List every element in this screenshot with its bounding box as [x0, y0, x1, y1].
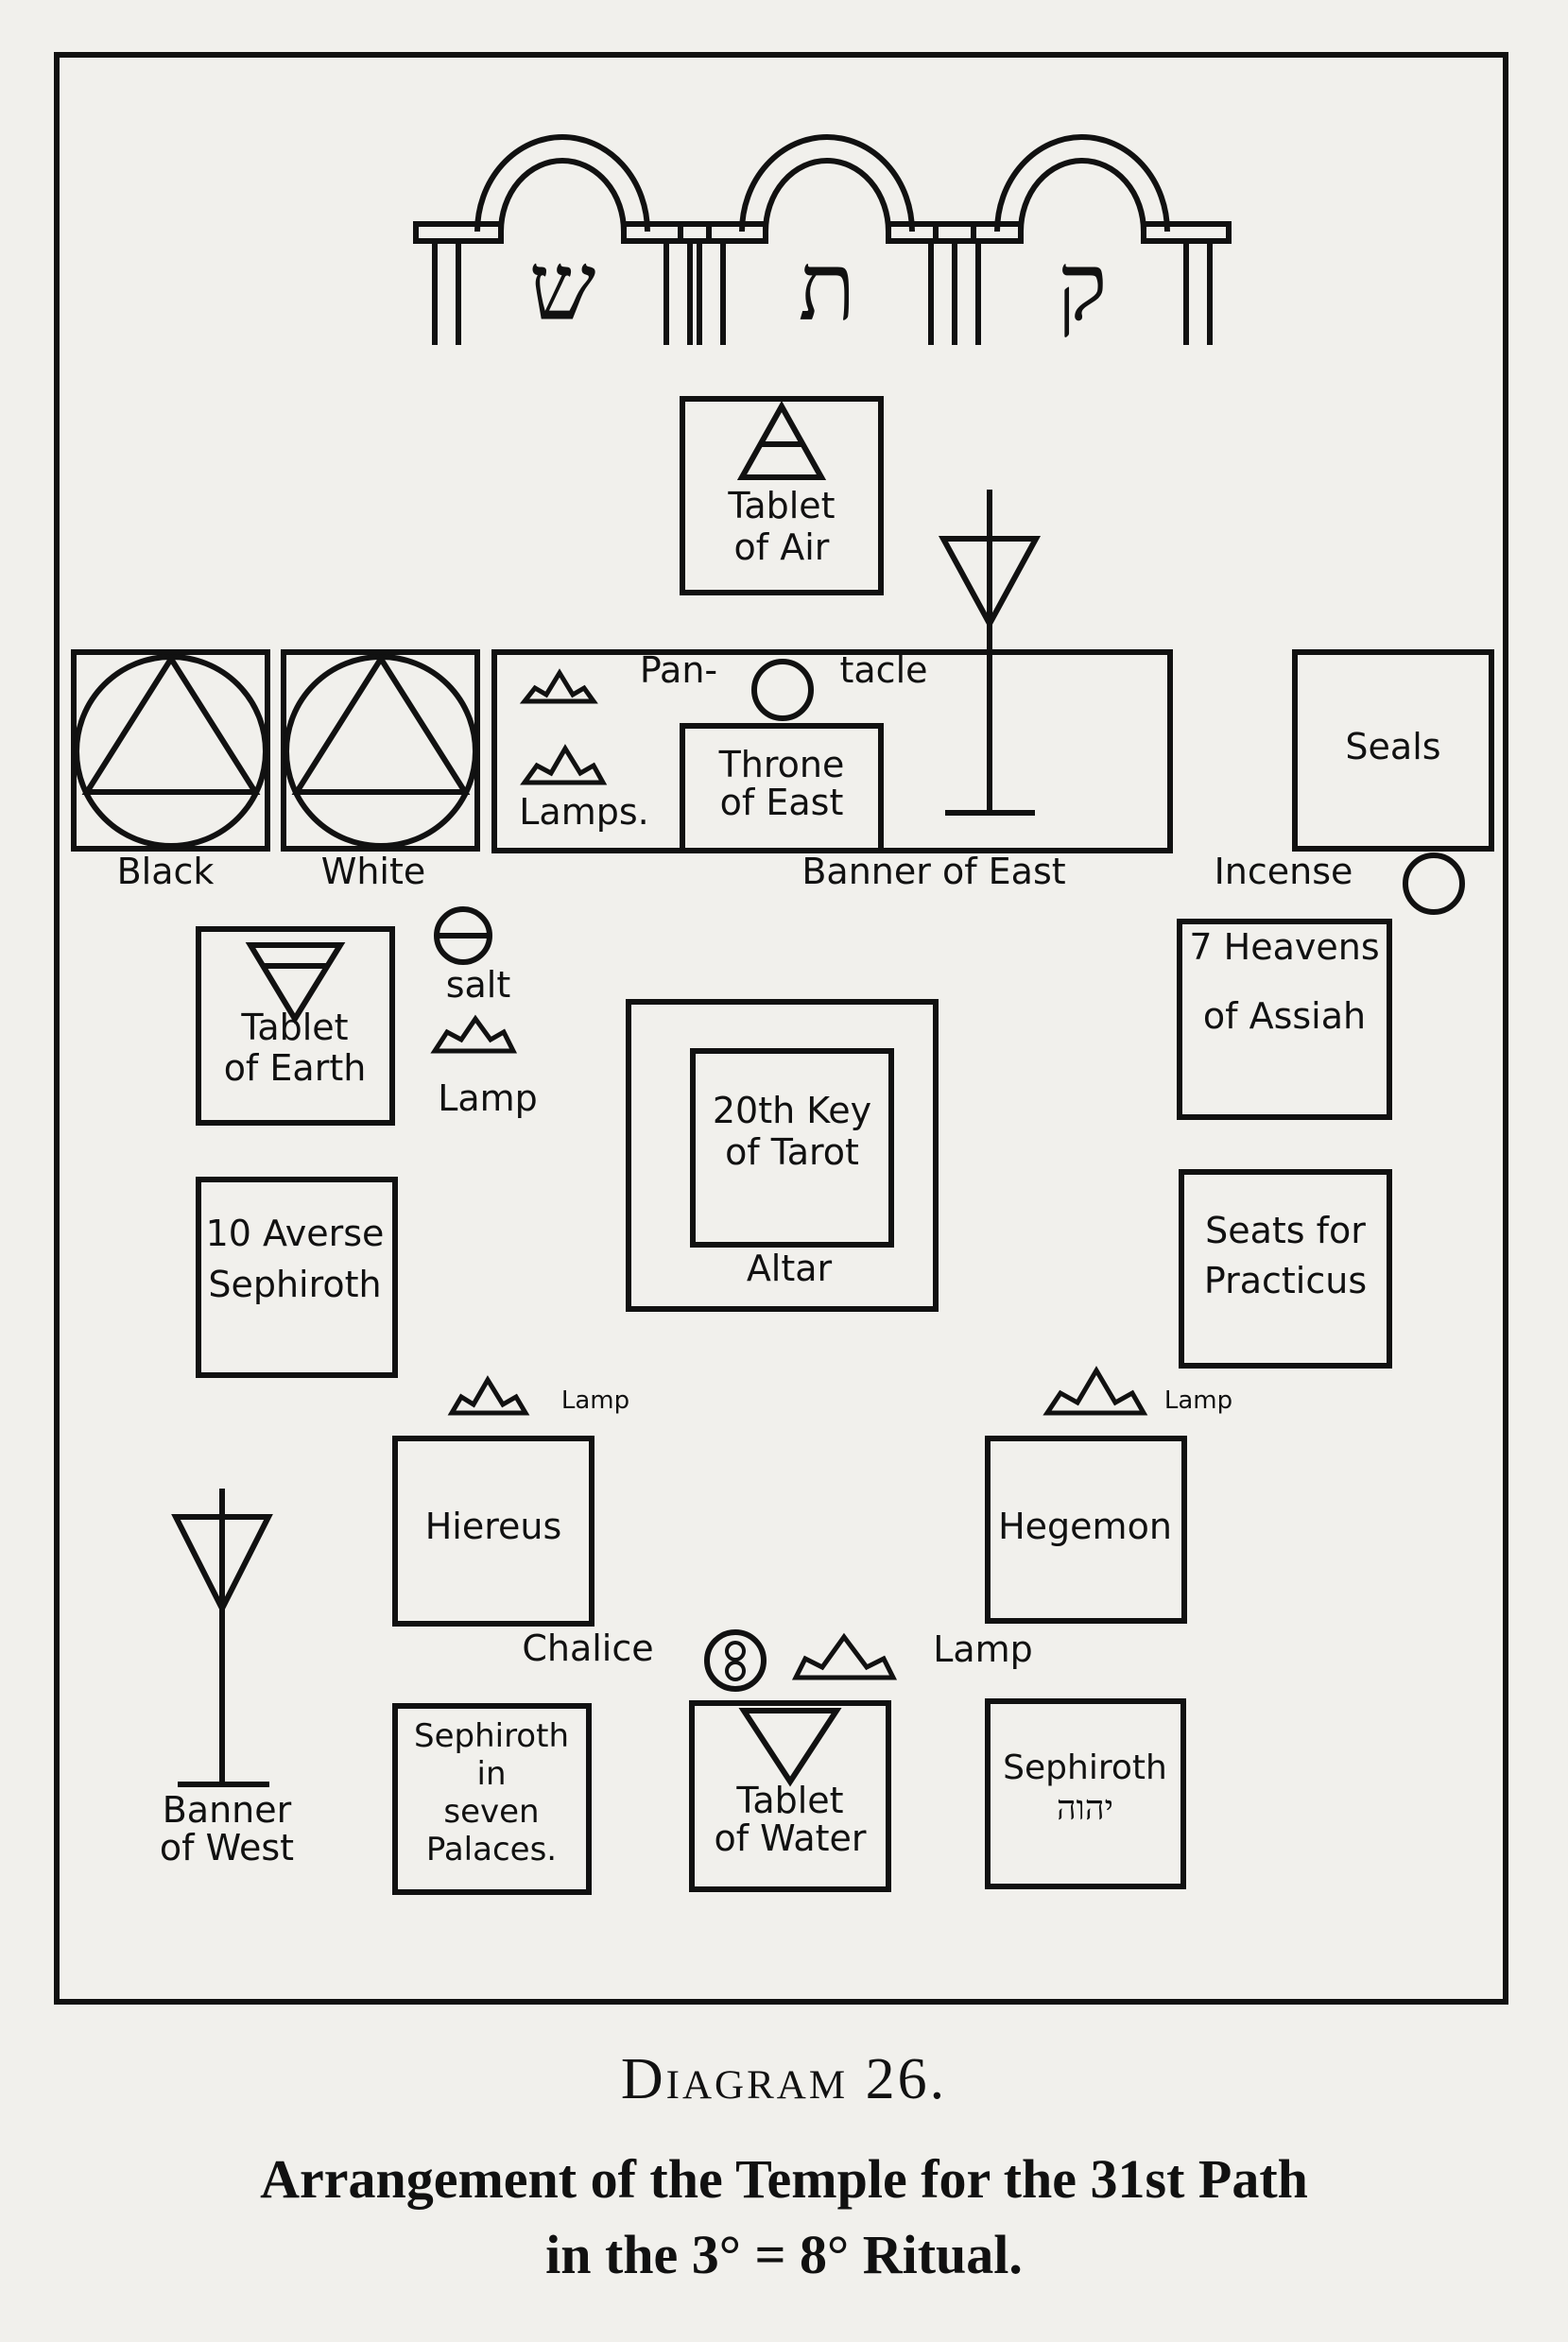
yhvh-hebrew: יהוה	[1057, 1789, 1113, 1828]
tablet-earth-box	[196, 926, 395, 1126]
banner-west-label: of West	[160, 1827, 294, 1868]
black-pillar-triangle-icon	[81, 653, 261, 795]
palaces-label: seven	[443, 1793, 539, 1831]
sephiroth-yhvh-label: Sephiroth	[1003, 1748, 1167, 1787]
chalice-lamp-icon	[791, 1632, 898, 1680]
palaces-label: Sephiroth	[414, 1717, 569, 1755]
palaces-label: in	[477, 1755, 507, 1793]
tablet-earth-label: of Earth	[224, 1047, 367, 1089]
lamps-label: Lamps.	[519, 791, 648, 833]
pantacle-label: Pan-	[640, 649, 717, 691]
seats-label: Practicus	[1204, 1260, 1367, 1301]
black-pillar-circle	[74, 654, 268, 849]
throne-east-box	[680, 723, 884, 853]
tarot-key-label: 20th Key	[713, 1090, 871, 1131]
temple-outline	[54, 52, 1508, 2005]
hegemon-lamp-icon	[1042, 1366, 1148, 1416]
salt-lamp-icon	[430, 1014, 518, 1054]
incense-icon	[1403, 852, 1465, 915]
seals-label: Seals	[1345, 726, 1440, 767]
air-triangle-icon	[736, 400, 827, 480]
seals-box	[1292, 649, 1494, 852]
averse-label: Sephiroth	[208, 1264, 381, 1305]
pantacle-label: tacle	[839, 649, 927, 691]
hiereus-label: Hiereus	[425, 1506, 562, 1547]
tablet-air-box	[680, 396, 884, 595]
salt-icon	[434, 906, 492, 965]
throne-east-label: of East	[720, 782, 844, 823]
tablet-earth-label: Tablet	[240, 1007, 348, 1048]
tablet-water-label: Tablet	[735, 1780, 843, 1821]
yhvh-box	[985, 1698, 1186, 1889]
diagram-title: Diagram 26.	[620, 2047, 948, 2111]
altar-label: Altar	[747, 1248, 833, 1289]
averse-label: 10 Averse	[206, 1213, 385, 1254]
hiereus-lamp-label: Lamp	[561, 1386, 629, 1415]
black-pillar-label: Black	[117, 851, 215, 892]
tablet-water-label: of Water	[714, 1817, 866, 1859]
hiereus-box	[392, 1436, 594, 1627]
hebrew-shin: ש	[529, 232, 596, 342]
hebrew-tav: ת	[799, 232, 856, 342]
banner-west-icon	[171, 1489, 273, 1787]
tablet-water-box	[689, 1700, 891, 1892]
lamp-label: Lamp	[438, 1077, 538, 1119]
white-pillar-label: White	[321, 851, 426, 892]
tablet-air-label: of Air	[734, 526, 830, 568]
hebrew-qoph: ק	[1057, 232, 1108, 342]
tarot-key-label: of Tarot	[725, 1131, 859, 1173]
chalice-label: Chalice	[522, 1627, 653, 1669]
palaces-box	[392, 1703, 592, 1895]
hiereus-lamp-icon	[447, 1375, 530, 1416]
incense-label: Incense	[1215, 851, 1353, 892]
earth-triangle-icon	[245, 942, 346, 1025]
dais-lamp-icon	[519, 668, 598, 704]
altar-inner	[690, 1048, 894, 1248]
pantacle-icon	[751, 659, 814, 721]
banner-east-label: Banner of East	[801, 851, 1065, 892]
chalice-lamp-label: Lamp	[933, 1628, 1033, 1670]
heavens-label: of Assiah	[1203, 995, 1366, 1037]
hegemon-lamp-label: Lamp	[1164, 1386, 1232, 1415]
arch-qoph	[933, 134, 1232, 345]
throne-east-label: Throne	[718, 744, 845, 785]
tablet-air-label: Tablet	[727, 485, 835, 526]
white-pillar-triangle-icon	[291, 653, 471, 795]
diagram-caption-line1: Arrangement of the Temple for the 31st P…	[260, 2148, 1308, 2210]
hegemon-label: Hegemon	[998, 1506, 1172, 1547]
dais-lamp-icon	[520, 744, 608, 785]
banner-west-label: Banner	[163, 1789, 292, 1831]
palaces-label: Palaces.	[426, 1831, 557, 1868]
water-triangle-icon	[738, 1708, 842, 1787]
seats-label: Seats for	[1205, 1210, 1366, 1251]
temple-diagram: ש ת ק Tablet of Air Pan- tacle Lamps. Th…	[54, 52, 1508, 2005]
altar-outer	[626, 999, 939, 1312]
heavens-label: 7 Heavens	[1189, 926, 1379, 968]
averse-box	[196, 1177, 398, 1378]
chalice-icon	[704, 1629, 767, 1692]
hegemon-box	[985, 1436, 1187, 1624]
diagram-caption-line2: in the 3° = 8° Ritual.	[545, 2224, 1023, 2285]
seats-box	[1179, 1169, 1392, 1369]
arch-shin	[413, 134, 712, 345]
white-pillar-circle	[284, 654, 478, 849]
salt-label: salt	[446, 964, 511, 1006]
heavens-box	[1177, 919, 1392, 1120]
